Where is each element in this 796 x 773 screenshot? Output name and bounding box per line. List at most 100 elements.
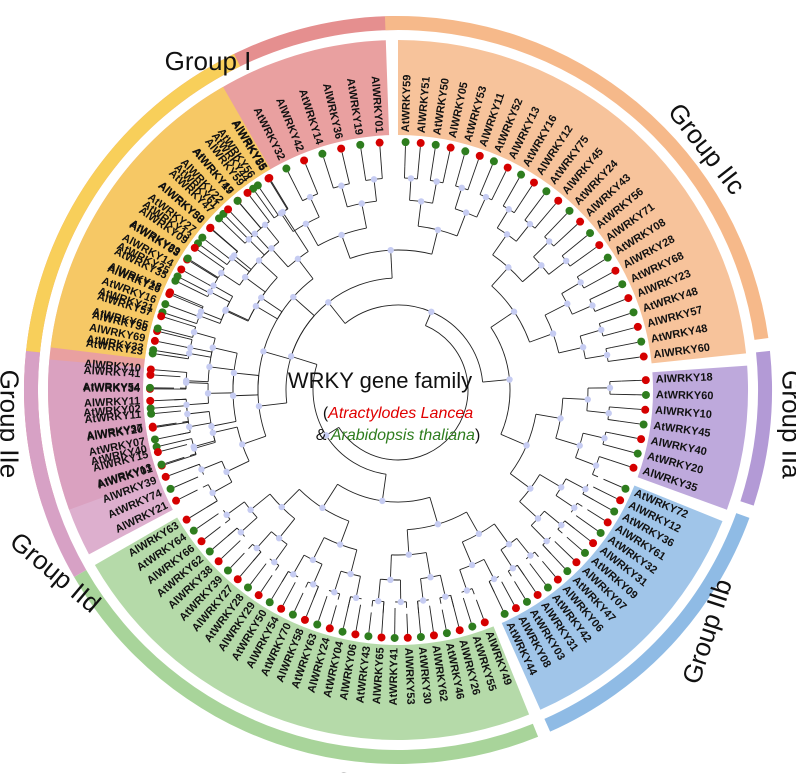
label-band-IIe [50, 86, 271, 359]
species-dot [503, 163, 512, 172]
bootstrap-node [229, 392, 237, 399]
tree-branch [191, 302, 203, 309]
bootstrap-node [198, 466, 205, 473]
tree-branch [429, 605, 434, 632]
species-dot [166, 484, 175, 493]
tree-branch [533, 241, 550, 258]
tree-branch [261, 211, 270, 222]
tree-branch [611, 341, 638, 348]
tree-branch [553, 241, 559, 247]
species-dot [148, 422, 157, 431]
bootstrap-node [405, 551, 413, 558]
bootstrap-node [352, 594, 360, 602]
bootstrap-node [302, 220, 310, 228]
group-label-IIa: Group IIa [776, 370, 796, 479]
bootstrap-node [592, 462, 600, 469]
bootstrap-node [546, 238, 553, 245]
tree-branch [404, 146, 406, 167]
bootstrap-node [564, 300, 571, 307]
tree-branch [275, 565, 280, 571]
tree-branch [186, 382, 209, 384]
tree-branch [524, 215, 529, 221]
tree-branch [513, 202, 522, 213]
group-label-I: Group I [165, 46, 252, 76]
bootstrap-node [251, 230, 258, 237]
tree-branch [293, 296, 315, 316]
species-dot [610, 507, 619, 516]
species-dot [633, 322, 642, 331]
tree-branch [494, 170, 507, 195]
species-dot [224, 205, 233, 214]
tree-branch [602, 443, 634, 453]
species-dot [553, 575, 562, 584]
bootstrap-node [208, 423, 215, 430]
tree-branch [160, 331, 187, 339]
species-dot [153, 448, 162, 457]
tree-branch [250, 563, 267, 585]
bootstrap-node [197, 308, 205, 315]
tree-branch [338, 325, 469, 461]
label-band-IId [48, 359, 173, 555]
tree-branch [459, 569, 468, 591]
bootstrap-node [370, 176, 378, 183]
bootstrap-node [605, 410, 612, 417]
tree-branch [305, 223, 319, 246]
bootstrap-node [245, 236, 253, 243]
tree-branch [205, 239, 227, 257]
species-dot [243, 188, 252, 197]
tree-branch [599, 456, 611, 461]
bootstrap-node [433, 178, 440, 185]
tree-branch [260, 297, 283, 313]
tree-branch [589, 294, 601, 300]
tree-branch [490, 311, 515, 328]
tree-branch [242, 435, 266, 445]
tree-branch [282, 211, 309, 252]
species-dot [542, 187, 551, 196]
bootstrap-node [261, 221, 269, 229]
tree-branch [406, 613, 409, 634]
tree-branch [327, 302, 346, 324]
species-dot [580, 548, 589, 557]
species-dot [254, 591, 263, 600]
tree-branch [566, 536, 583, 551]
tree-branch [575, 515, 598, 532]
species-dot [554, 196, 563, 205]
tree-branch [582, 259, 605, 275]
tree-branch [264, 224, 280, 243]
tree-branch [586, 410, 609, 414]
tree-branch [417, 601, 420, 614]
bootstrap-node [434, 520, 442, 528]
tree-branch [199, 315, 221, 324]
tree-branch [305, 163, 316, 189]
bootstrap-node [230, 369, 238, 377]
species-dot [288, 610, 297, 619]
species-dot [475, 151, 484, 160]
species-dot [177, 265, 186, 274]
bootstrap-node [338, 182, 345, 189]
species-dot [189, 526, 198, 535]
tree-branch [179, 489, 198, 500]
tree-branch [213, 285, 233, 297]
bootstrap-node [543, 537, 550, 545]
bootstrap-node [527, 552, 534, 559]
tree-branch [154, 374, 181, 378]
bootstrap-node [241, 273, 249, 281]
tree-branch [445, 151, 451, 172]
tree-branch [221, 220, 237, 236]
tree-branch [528, 194, 545, 216]
tree-branch [575, 457, 597, 466]
tree-branch [439, 597, 442, 604]
bootstrap-node [209, 489, 216, 497]
bootstrap-node [505, 541, 513, 548]
tree-branch [156, 422, 177, 427]
species-dot [233, 575, 242, 584]
species-dot [511, 604, 520, 613]
tree-branch [315, 188, 319, 194]
species-b-label: Arabidopsis thaliana [330, 427, 475, 444]
species-dot [161, 300, 170, 309]
tree-branch [441, 609, 447, 630]
tree-branch [156, 421, 189, 428]
tree-branch [270, 212, 275, 219]
species-dot [595, 241, 604, 250]
